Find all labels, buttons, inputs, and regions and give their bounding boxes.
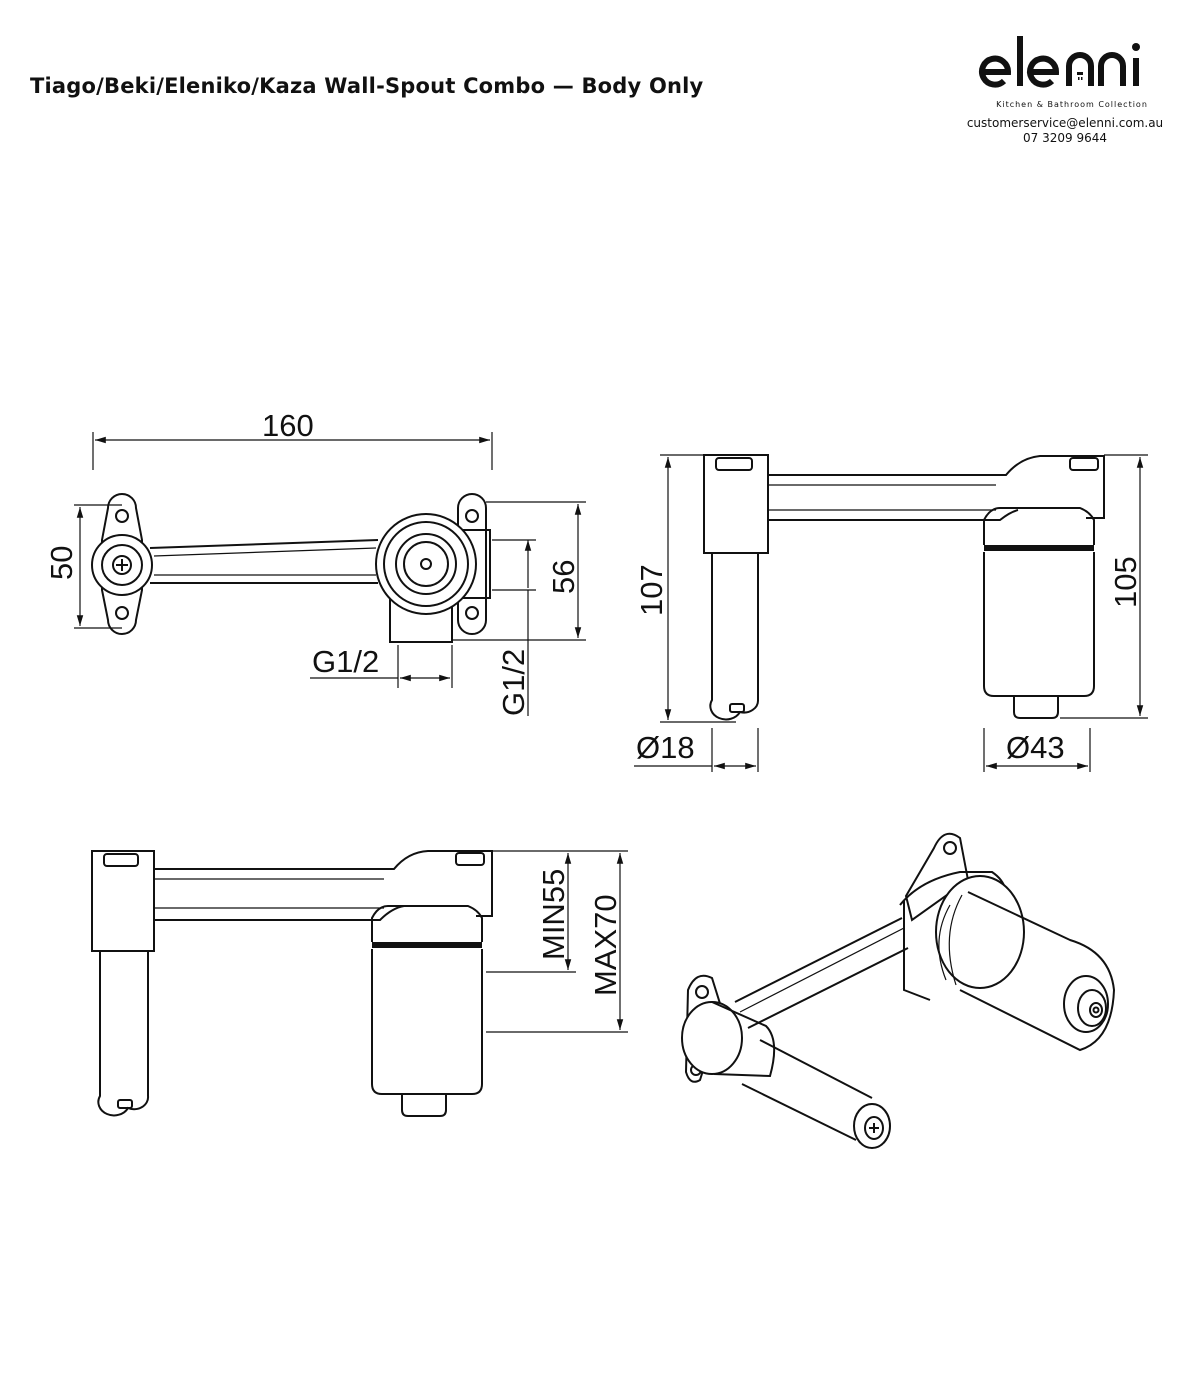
page-title: Tiago/Beki/Eleniko/Kaza Wall-Spout Combo…: [30, 74, 704, 98]
dim-height-107: 107: [634, 564, 669, 616]
brand-tagline: Kitchen & Bathroom Collection: [996, 100, 1148, 109]
dim-thread-vertical: G1/2: [496, 649, 531, 716]
elenni-logo: [979, 36, 1140, 88]
dim-max-70: MAX70: [588, 894, 623, 996]
dim-height-56: 56: [546, 560, 581, 594]
contact-phone: 07 3209 9644: [1023, 131, 1107, 145]
top-view: 160 50 56: [44, 408, 586, 716]
isometric-view: [681, 832, 1116, 1149]
dim-width-160: 160: [262, 408, 314, 443]
dim-diameter-43: Ø43: [1006, 730, 1065, 765]
contact-email: customerservice@elenni.com.au: [966, 116, 1164, 130]
side-view: 107 105 Ø18 Ø43: [634, 454, 1148, 772]
dim-height-105: 105: [1108, 556, 1143, 608]
dim-min-55: MIN55: [536, 869, 571, 960]
dim-height-50: 50: [44, 546, 79, 580]
dim-thread-horizontal: G1/2: [312, 644, 379, 679]
front-view: MIN55 MAX70: [91, 850, 628, 1117]
dim-diameter-18: Ø18: [636, 730, 695, 765]
